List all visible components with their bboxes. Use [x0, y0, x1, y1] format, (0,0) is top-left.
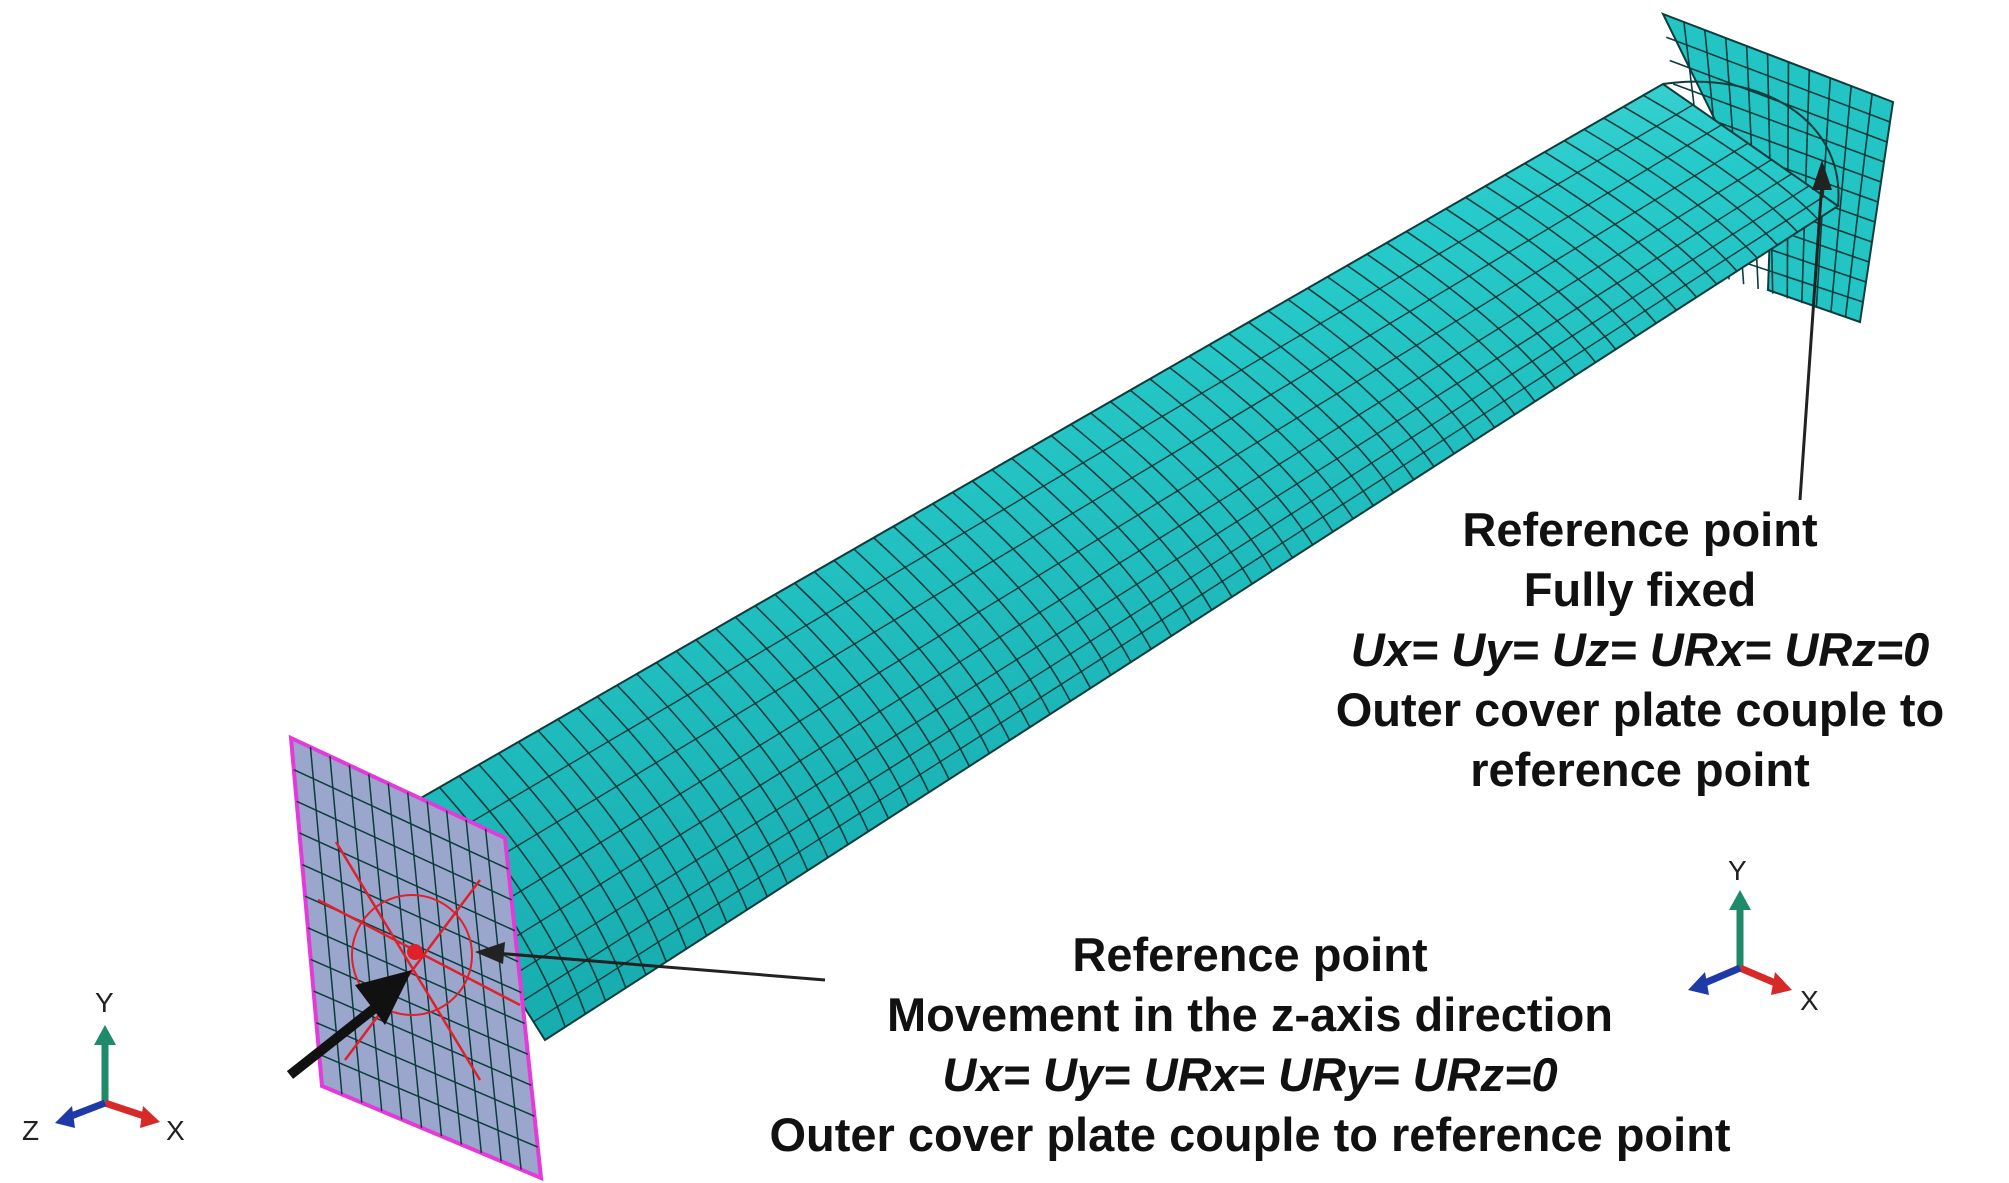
coupling-constraint-lines: [317, 841, 521, 1081]
axis-y-label-right: Y: [1728, 855, 1747, 886]
axis-x-label-left: X: [166, 1115, 185, 1146]
fixed-end-condition: Fully fixed: [1523, 563, 1757, 616]
loaded-end-equation: Ux= Uy= URx= URy= URz=0: [942, 1048, 1558, 1101]
leader-loaded-end: [475, 942, 826, 982]
loaded-end-coupling: Outer cover plate couple to reference po…: [769, 1108, 1731, 1161]
load-direction-arrow: [286, 970, 412, 1079]
loaded-end-title: Reference point: [1072, 928, 1428, 981]
axis-y-label-left: Y: [95, 987, 114, 1018]
fixed-end-coupling-cont: reference point: [1470, 743, 1810, 796]
fixed-end-annotation: Reference point Fully fixed Ux= Uy= Uz= …: [1270, 500, 2009, 800]
axis-triad-left: Y X Z: [22, 987, 185, 1146]
loaded-end-condition: Movement in the z-axis direction: [886, 988, 1614, 1041]
axis-z-label-left: Z: [22, 1115, 39, 1146]
axis-x-label-right: X: [1800, 985, 1819, 1016]
fixed-end-coupling: Outer cover plate couple to: [1335, 683, 1945, 736]
fixed-end-equation: Ux= Uy= Uz= URx= URz=0: [1350, 623, 1930, 676]
reference-point-marker: [407, 944, 423, 960]
loaded-end-plate: [288, 734, 544, 1182]
fixed-end-title: Reference point: [1462, 503, 1818, 556]
axis-triad-right: Y X: [1688, 855, 1819, 1016]
loaded-end-annotation: Reference point Movement in the z-axis d…: [740, 925, 1760, 1165]
tube-member: [398, 80, 1840, 1042]
leader-fixed-end: [1798, 160, 1832, 501]
